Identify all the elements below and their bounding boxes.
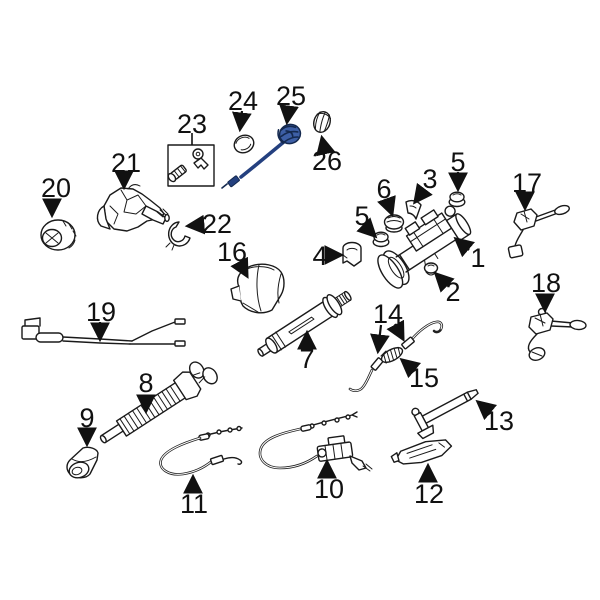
part-18-stalk-switch <box>527 307 587 361</box>
callout-label-25: 25 <box>276 81 306 111</box>
callout-label-1: 1 <box>470 243 485 273</box>
callout-label-9: 9 <box>79 403 94 433</box>
part-5-grommet-right <box>448 191 466 208</box>
part-13-rod <box>411 389 479 440</box>
part-11-cable <box>159 425 243 476</box>
callout-label-15: 15 <box>409 363 439 393</box>
callout-label-17: 17 <box>512 168 542 198</box>
part-17-stalk-switch <box>507 204 570 259</box>
callout-arrow-5a <box>356 217 378 239</box>
callout-label-12: 12 <box>414 479 444 509</box>
part-15-spring <box>380 346 404 364</box>
part-12-bracket <box>390 439 453 465</box>
callout-label-26: 26 <box>312 146 342 176</box>
callout-arrow-16 <box>230 256 249 279</box>
callout-label-22: 22 <box>202 209 232 239</box>
callout-arrow-2 <box>433 271 455 293</box>
part-25-highlighted-cable <box>221 123 302 189</box>
callout-label-20: 20 <box>41 173 71 203</box>
part-6-grommet <box>383 214 405 233</box>
callout-label-23: 23 <box>177 109 207 139</box>
part-19-wiring-harness <box>21 317 186 347</box>
part-23-lock-cylinder-box <box>167 144 215 187</box>
part-1-column-jacket <box>377 205 472 289</box>
part-22-clip <box>165 221 191 251</box>
part-16-column-cover <box>230 263 285 314</box>
callout-arrow-25 <box>279 104 299 126</box>
callout-arrow-24 <box>231 110 252 133</box>
callout-label-21: 21 <box>111 148 141 178</box>
part-20-ignition-switch <box>40 219 77 251</box>
part-4-bracket <box>342 241 362 267</box>
callout-label-2: 2 <box>445 277 460 307</box>
callout-arrow-26 <box>316 134 336 157</box>
part-9-boot <box>66 446 99 479</box>
part-26-cap <box>313 111 332 133</box>
part-24-bushing-ring <box>233 134 255 154</box>
callout-arrow-15 <box>399 357 422 379</box>
callout-label-13: 13 <box>484 406 514 436</box>
part-2-grommet <box>423 262 439 276</box>
callout-arrow-14a <box>370 324 390 355</box>
part-10-cable-with-lock <box>258 411 373 472</box>
callout-arrow-6 <box>377 195 396 218</box>
callout-label-5-right: 5 <box>450 147 465 177</box>
part-21-lock-housing <box>96 184 170 232</box>
callout-label-3: 3 <box>422 164 437 194</box>
callout-label-8: 8 <box>138 368 153 398</box>
callout-label-14: 14 <box>373 299 403 329</box>
callout-label-7: 7 <box>299 344 314 374</box>
callout-arrow-14b <box>386 319 405 342</box>
callout-label-10: 10 <box>314 474 344 504</box>
callout-label-5-left: 5 <box>354 201 369 231</box>
callout-label-24: 24 <box>228 86 258 116</box>
callout-label-16: 16 <box>217 237 247 267</box>
callout-label-4: 4 <box>312 241 327 271</box>
callout-arrow-1 <box>453 236 475 258</box>
callout-arrow-22 <box>184 214 206 235</box>
part-3-clip <box>405 199 422 220</box>
callout-label-6: 6 <box>376 174 391 204</box>
callout-arrows <box>42 104 555 494</box>
callout-label-11: 11 <box>180 489 208 519</box>
callout-labels: 1 2 3 4 5 5 6 7 8 9 10 11 12 13 14 15 16… <box>41 81 561 519</box>
callout-label-18: 18 <box>531 268 561 298</box>
part-5-grommet-left <box>372 231 390 248</box>
callout-arrow-13 <box>475 399 498 421</box>
key-icon <box>192 148 204 160</box>
callout-label-19: 19 <box>86 297 116 327</box>
callout-arrow-3 <box>413 182 433 205</box>
